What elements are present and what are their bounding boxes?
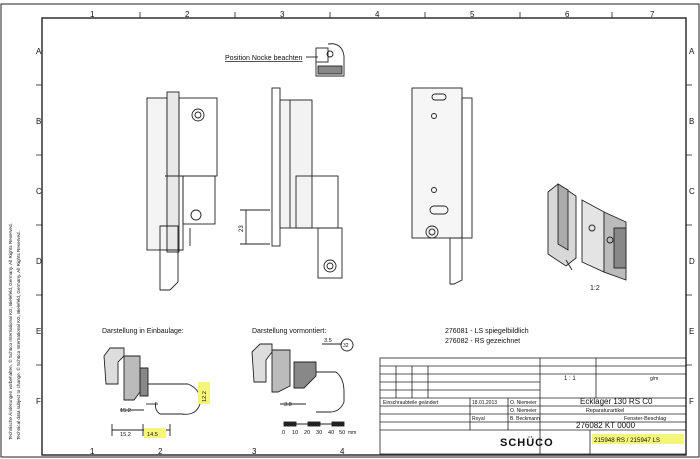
row-label-A: A [36, 47, 42, 56]
highlight-dim-d [144, 428, 166, 438]
title-weight-unit: g/m [650, 376, 658, 382]
col-label-4: 4 [375, 10, 380, 19]
dim-premount-a: 3.5 [324, 338, 332, 344]
outer-frame [0, 3, 700, 458]
col-label-6: 6 [565, 10, 570, 19]
col-label-7: 7 [650, 10, 655, 19]
premounted-section [251, 338, 354, 413]
title-revision-note: Einschraubteile geändert [383, 400, 439, 406]
scale-tick-30: 30 [316, 430, 322, 436]
title-dept: Royal [472, 416, 485, 422]
dim-installed-a: 12.2 [202, 391, 208, 402]
title-subtitle: Reparaturartikel [586, 408, 624, 414]
dim-premount-b: 3.8 [284, 402, 292, 408]
column-markers-top [139, 12, 613, 18]
col-label-2-bottom: 2 [158, 447, 163, 456]
title-scale: 1 : 1 [564, 376, 576, 382]
installed-view-label: Darstellung in Einbaulage: [102, 328, 184, 335]
row-label-A-right: A [689, 47, 695, 56]
hinge-isometric-view [547, 183, 627, 281]
highlight-dim-a [198, 382, 210, 404]
title-drawn-by: O. Niemeier [510, 400, 537, 406]
col-label-5: 5 [470, 10, 475, 19]
variant-rs-label: 276082 - RS gezeichnet [445, 338, 520, 345]
scale-tick-10: 10 [292, 430, 298, 436]
row-label-D-right: D [689, 257, 695, 266]
company-logo: SCHÜCO [500, 436, 554, 449]
inner-frame [41, 17, 687, 456]
installed-section [103, 347, 209, 436]
side-note-line-1: Technische Änderungen vorbehalten. © Sch… [7, 223, 13, 440]
row-label-E-right: E [689, 327, 694, 336]
iso-scale-label: 1:2 [590, 285, 600, 292]
variant-ls-label: 276081 - LS spiegelbildlich [445, 328, 529, 335]
row-label-D: D [36, 257, 42, 266]
scale-bar [283, 421, 345, 427]
scale-tick-0: 0 [282, 430, 285, 436]
row-label-E: E [36, 327, 41, 336]
cam-detail [306, 43, 345, 77]
col-label-1-bottom: 1 [90, 447, 95, 456]
row-label-B: B [36, 117, 41, 126]
row-label-F-right: F [689, 397, 694, 406]
dim-premount-circle: 32 [343, 343, 349, 349]
scale-tick-50: 50 [339, 430, 345, 436]
title-checked-by: O. Niemeier [510, 408, 537, 414]
position-note-label: Position Nocke beachten [225, 55, 303, 62]
title-approved-by: B. Beckmann [510, 416, 540, 422]
row-label-F: F [36, 397, 41, 406]
dim-installed-d: 14.5 [147, 432, 158, 438]
hinge-back-view [411, 87, 473, 285]
highlight-article-numbers [592, 434, 684, 444]
title-category: Fenster-Beschlag [624, 416, 666, 422]
col-label-1: 1 [90, 10, 95, 19]
dim-installed-c: 15.2 [120, 432, 131, 438]
col-label-2: 2 [185, 10, 190, 19]
premounted-view-label: Darstellung vormontiert: [252, 328, 326, 335]
col-label-3: 3 [280, 10, 285, 19]
scale-tick-20: 20 [304, 430, 310, 436]
title-article-numbers: 215948 RS / 215947 LS [594, 437, 660, 444]
dim-height-mid: 23 [239, 225, 245, 232]
title-date: 18.01.2013 [472, 400, 497, 406]
col-label-3-bottom: 3 [252, 447, 257, 456]
col-label-4-bottom: 4 [340, 447, 345, 456]
title-main: Ecklager 130 RS C0 [580, 397, 653, 406]
dim-installed-b: 15.2 [120, 408, 131, 414]
row-markers [36, 84, 692, 366]
hinge-front-view [146, 91, 218, 291]
side-note-line-2: Technical data subject to change. © Schü… [15, 231, 21, 440]
scale-tick-40: 40 [328, 430, 334, 436]
row-label-B-right: B [689, 117, 694, 126]
row-label-C: C [36, 187, 42, 196]
hinge-side-view [240, 87, 343, 279]
title-block [379, 357, 687, 455]
scale-unit: mm [348, 430, 356, 436]
title-drawing-number: 276082 KT 0000 [576, 421, 636, 430]
row-label-C-right: C [689, 187, 695, 196]
